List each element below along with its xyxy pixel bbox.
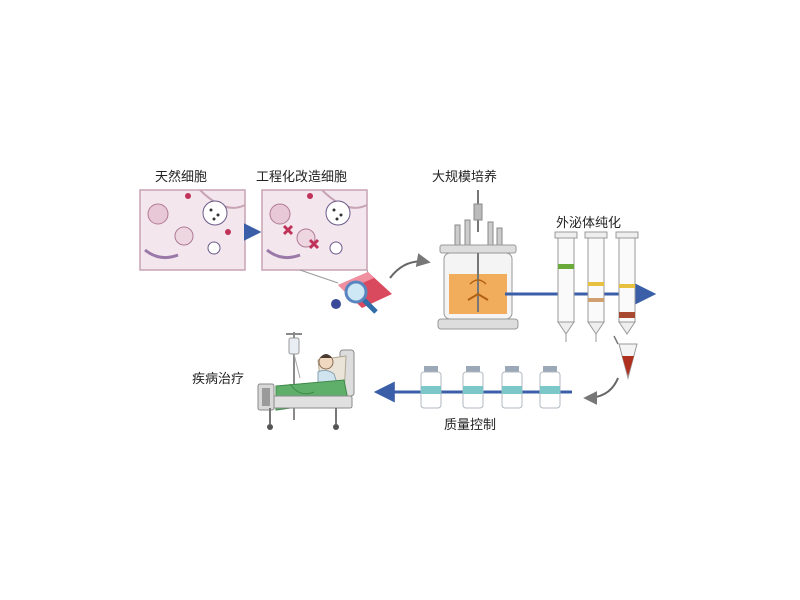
purification-columns <box>554 231 639 380</box>
vials <box>420 366 561 409</box>
arrow-to-quality-control <box>583 377 619 405</box>
column-1 <box>554 231 578 342</box>
vial <box>462 366 484 409</box>
vial <box>501 366 523 409</box>
vial <box>539 366 561 409</box>
knockout-mark <box>308 238 320 250</box>
engineered-cell-panel <box>261 189 368 271</box>
vial <box>420 366 442 409</box>
label-disease-treatment: 疾病治疗 <box>192 372 245 387</box>
label-exosome-purification: 外泌体纯化 <box>556 216 622 231</box>
label-quality-control: 质量控制 <box>444 418 497 433</box>
label-natural-cells: 天然细胞 <box>155 170 208 185</box>
bioreactor-icon <box>437 190 519 330</box>
patient-bed-icon <box>257 332 355 430</box>
column-2 <box>584 231 608 342</box>
label-engineered-cells: 工程化改造细胞 <box>256 170 348 185</box>
collection-tube <box>613 335 638 380</box>
arrow-to-culture <box>389 253 431 279</box>
natural-cell-panel <box>139 189 246 271</box>
culture-dish-icon <box>331 272 392 314</box>
column-3 <box>615 231 639 335</box>
label-large-scale-culture: 大规模培养 <box>432 170 498 185</box>
knockout-mark <box>282 224 294 236</box>
